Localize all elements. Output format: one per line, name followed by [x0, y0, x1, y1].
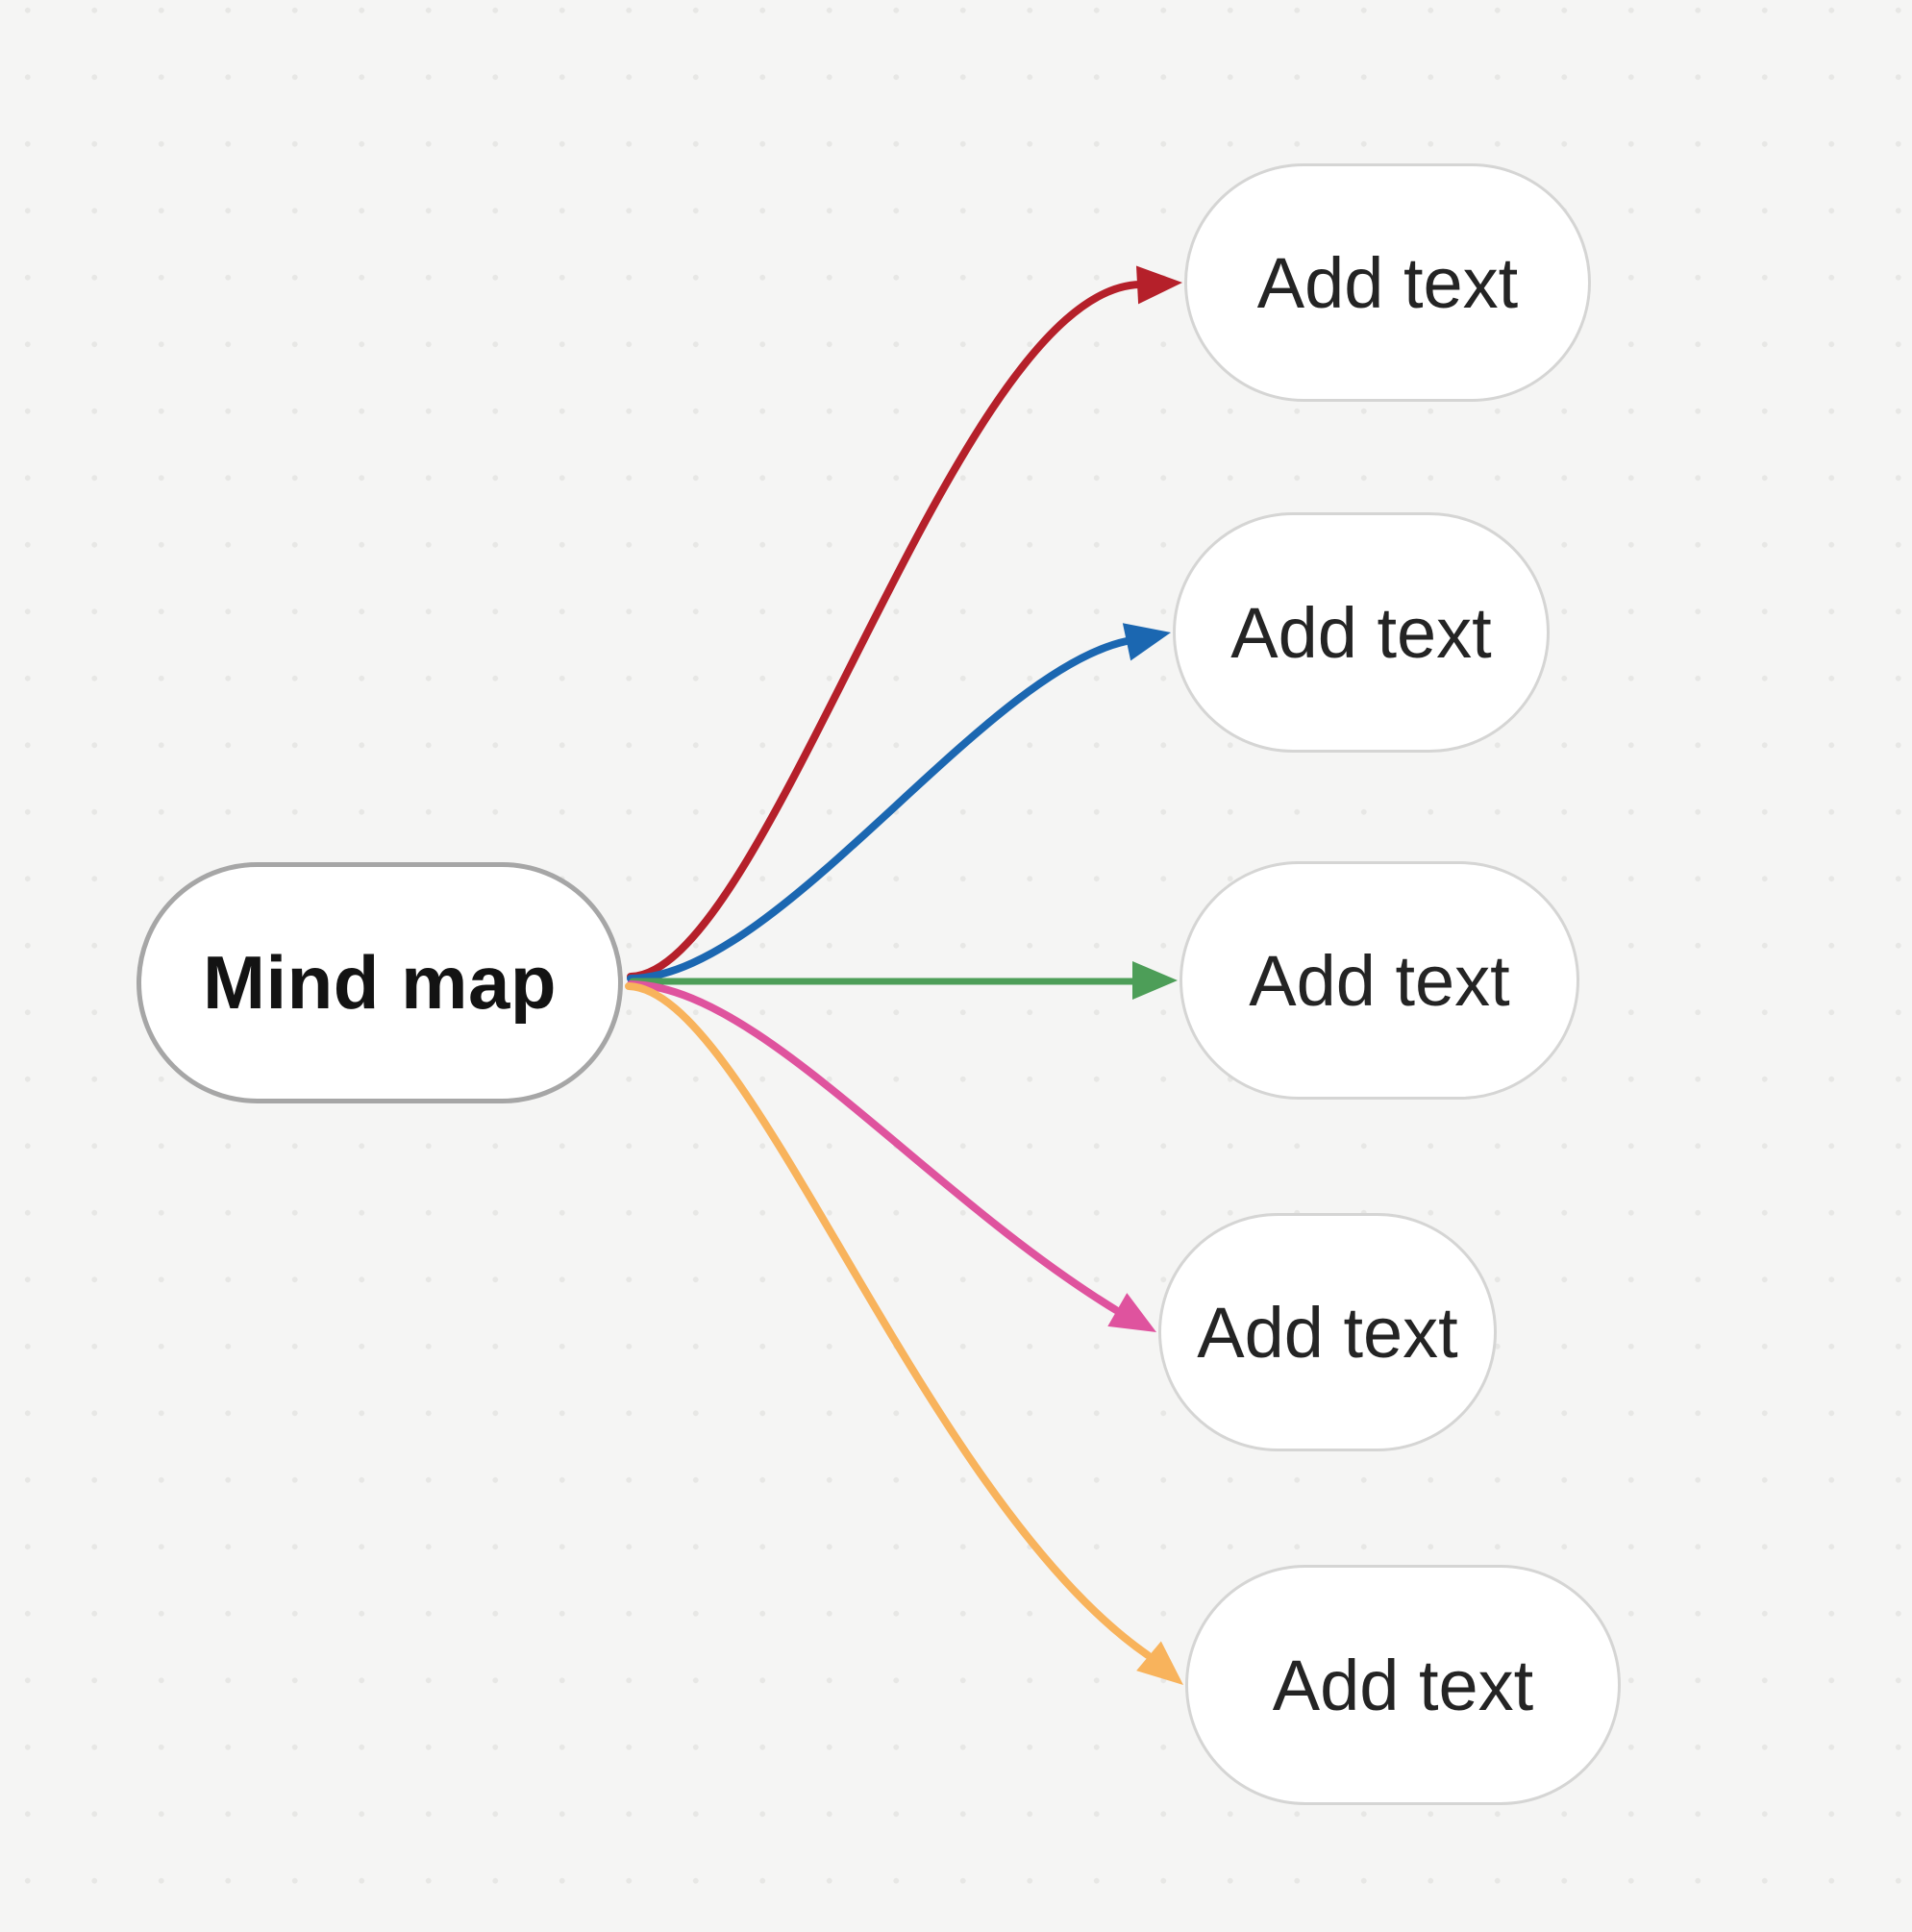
edge-orange[interactable] — [625, 982, 1196, 1699]
edge-orange-arrowhead — [1136, 1641, 1183, 1685]
child-node-1-label: Add text — [1256, 242, 1519, 323]
child-node-5-label: Add text — [1272, 1645, 1534, 1725]
edge-orange-line[interactable] — [625, 982, 1152, 1659]
root-node[interactable]: Mind map — [137, 862, 623, 1103]
edge-green[interactable] — [629, 961, 1178, 1000]
child-node-1[interactable]: Add text — [1184, 163, 1591, 402]
child-node-5[interactable]: Add text — [1185, 1565, 1621, 1805]
root-node-label: Mind map — [203, 940, 557, 1025]
child-node-2-label: Add text — [1230, 592, 1492, 673]
child-node-4-label: Add text — [1197, 1292, 1458, 1373]
edge-blue-line[interactable] — [627, 637, 1130, 982]
edge-red[interactable] — [627, 263, 1183, 980]
child-node-3-label: Add text — [1249, 940, 1510, 1021]
edge-pink-arrowhead — [1107, 1293, 1156, 1332]
edge-pink-line[interactable] — [627, 980, 1120, 1314]
edge-red-arrowhead — [1136, 265, 1182, 305]
child-node-4[interactable]: Add text — [1158, 1213, 1497, 1451]
edge-pink[interactable] — [627, 980, 1166, 1349]
edge-blue[interactable] — [627, 613, 1175, 982]
child-node-3[interactable]: Add text — [1179, 861, 1579, 1100]
edge-green-arrowhead — [1132, 961, 1178, 1000]
child-node-2[interactable]: Add text — [1173, 512, 1550, 753]
edge-blue-arrowhead — [1122, 623, 1171, 661]
edge-red-line[interactable] — [627, 281, 1144, 980]
